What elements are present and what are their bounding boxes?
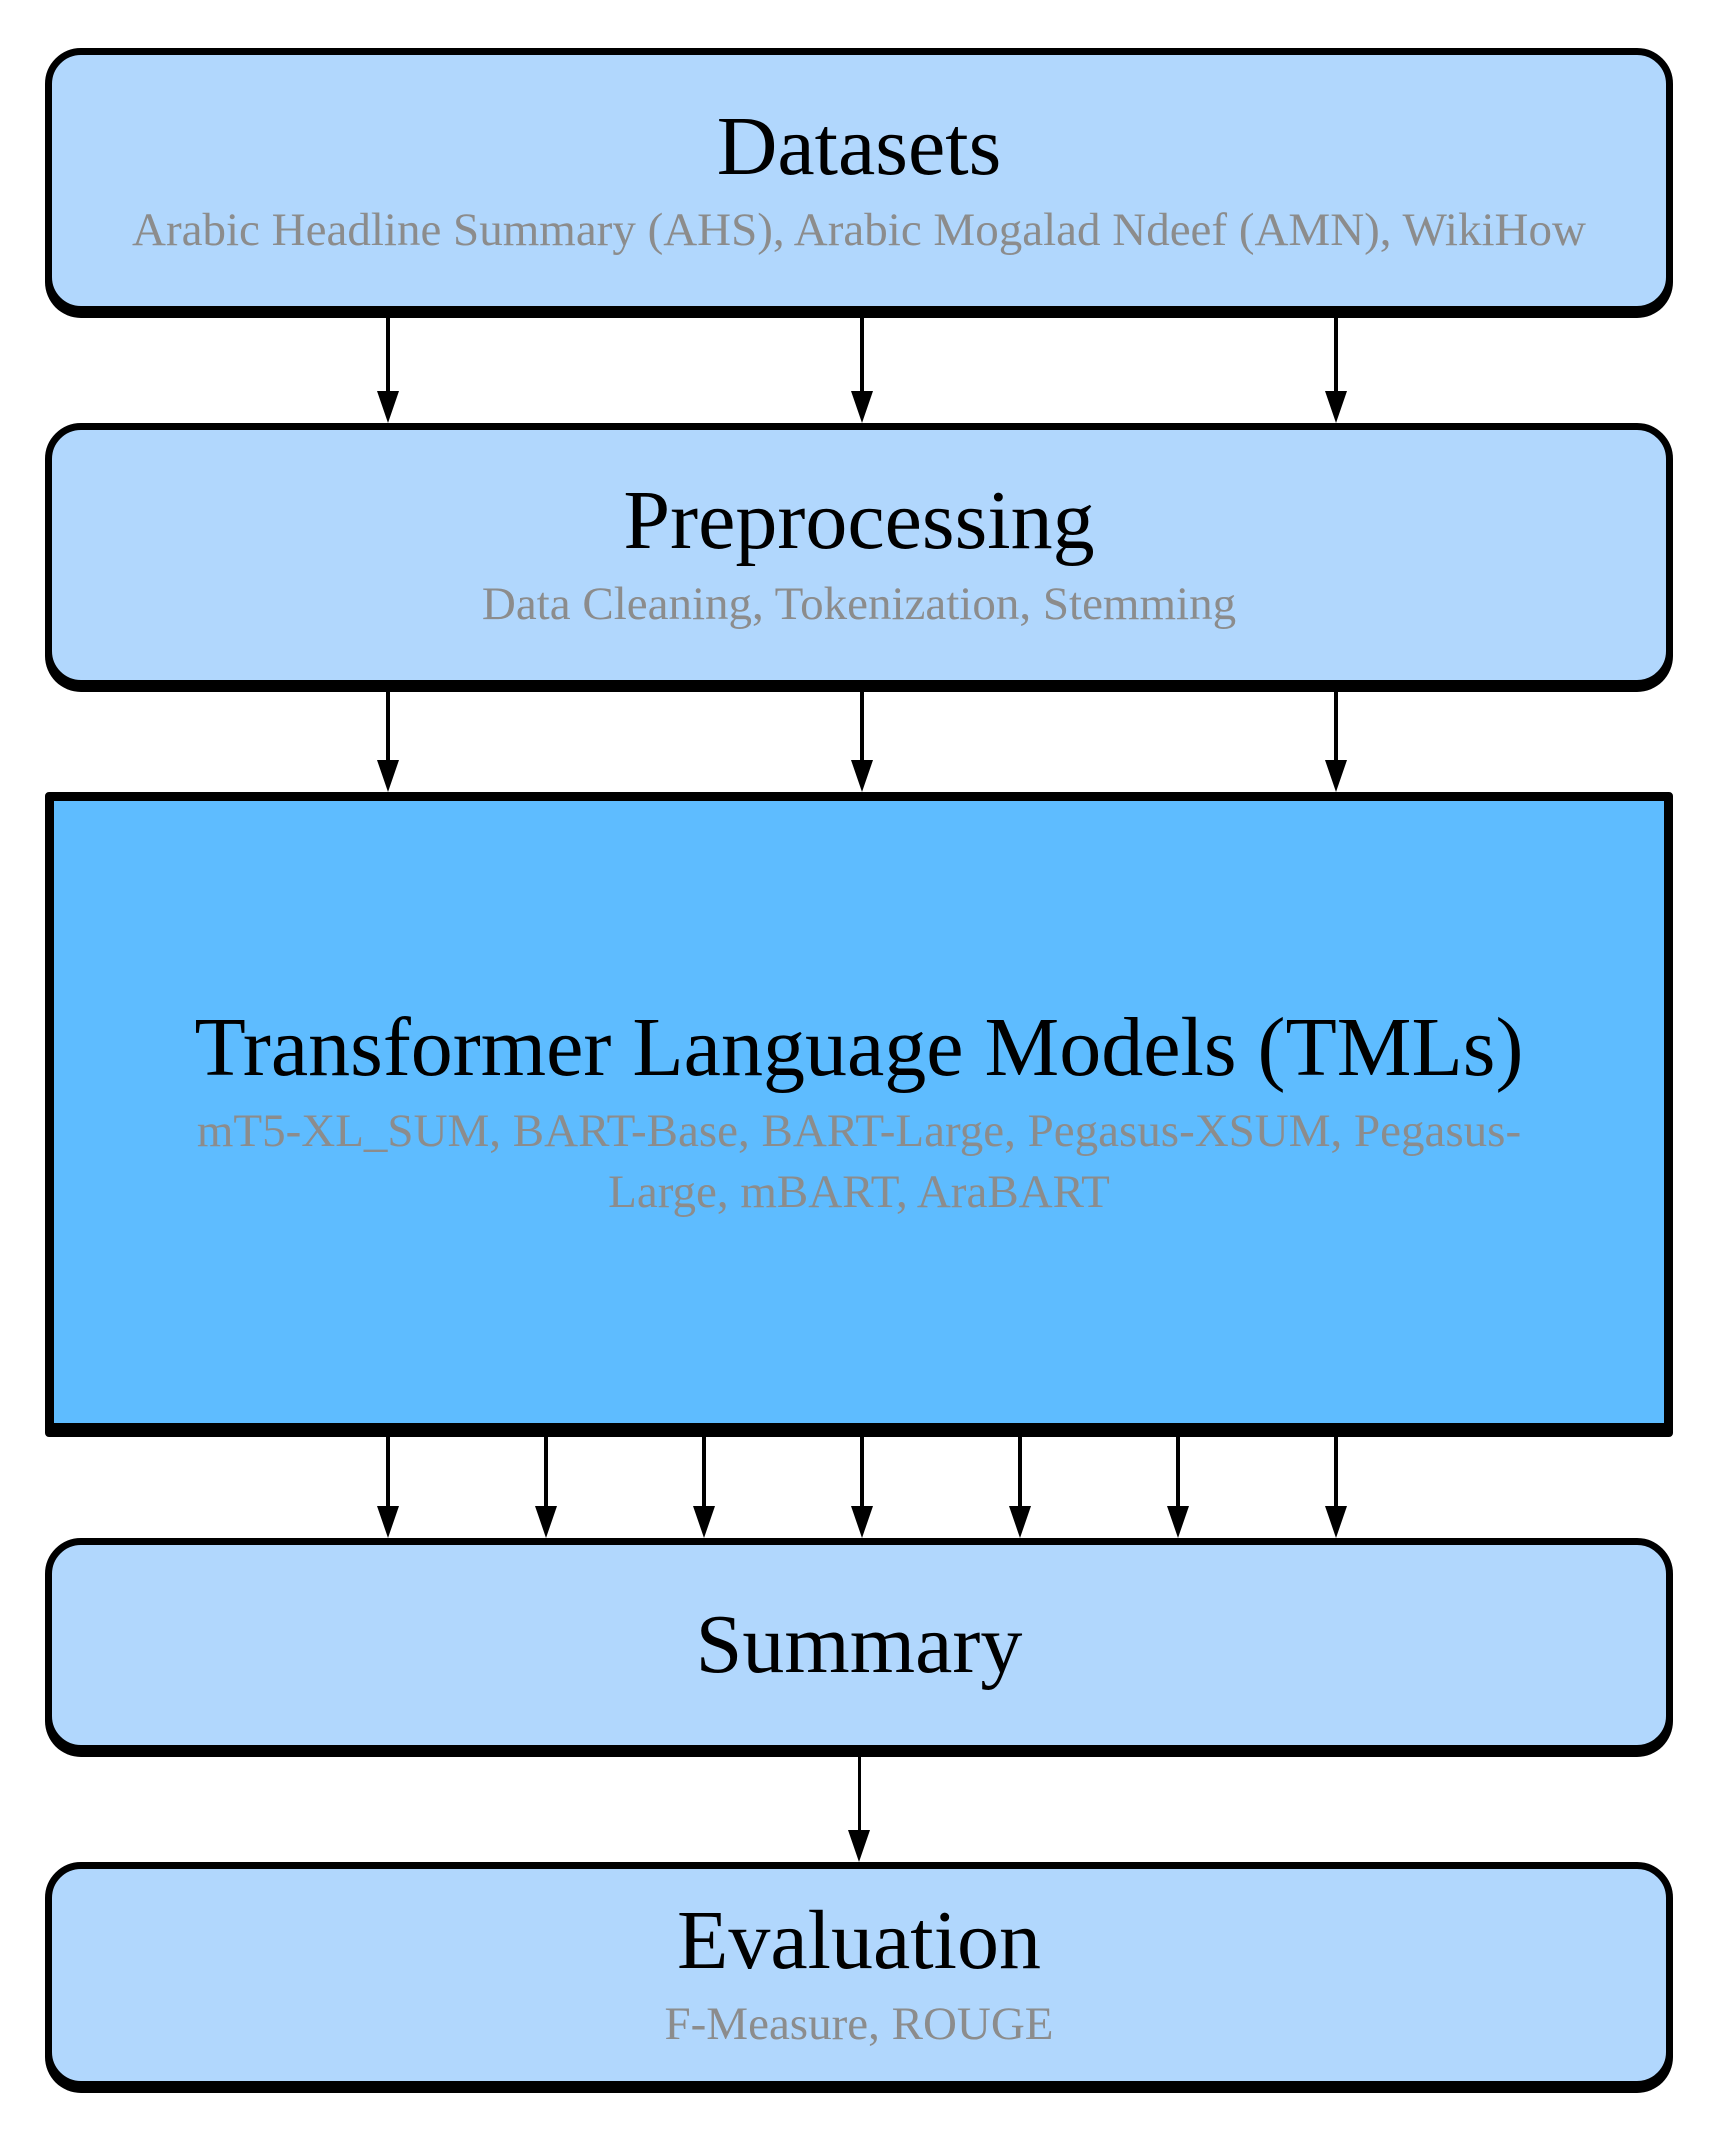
node-evaluation-subtitle: F-Measure, ROUGE: [664, 1998, 1054, 2051]
arrow-down-icon: [848, 1752, 870, 1862]
arrow-shaft: [1334, 313, 1338, 391]
node-datasets: Datasets Arabic Headline Summary (AHS), …: [45, 48, 1673, 313]
arrow-shaft: [1334, 1432, 1338, 1506]
arrow-shaft: [860, 313, 864, 391]
arrow-shaft: [860, 687, 864, 760]
arrow-head: [1325, 760, 1347, 792]
connector-tmls-summary: [45, 1432, 1673, 1538]
arrow-shaft: [860, 1432, 864, 1506]
arrow-shaft: [702, 1432, 706, 1506]
node-tmls-subtitle-line1: mT5-XL_SUM, BART-Base, BART-Large, Pegas…: [196, 1104, 1522, 1157]
arrow-head: [377, 391, 399, 423]
node-preprocessing-title: Preprocessing: [623, 474, 1095, 568]
arrow-head: [851, 760, 873, 792]
arrow-head: [1325, 1506, 1347, 1538]
arrow-down-icon: [1325, 1432, 1347, 1538]
node-tmls-subtitle-line2: Large, mBART, AraBART: [608, 1166, 1110, 1219]
node-tmls-subtitle: mT5-XL_SUM, BART-Base, BART-Large, Pegas…: [197, 1101, 1521, 1223]
arrow-down-icon: [1167, 1432, 1189, 1538]
node-datasets-subtitle: Arabic Headline Summary (AHS), Arabic Mo…: [132, 203, 1586, 256]
arrow-shaft: [386, 313, 390, 391]
arrow-head: [851, 391, 873, 423]
arrow-head: [1009, 1506, 1031, 1538]
arrow-down-icon: [377, 1432, 399, 1538]
arrow-head: [535, 1506, 557, 1538]
arrow-head: [851, 1506, 873, 1538]
diagram-stack: Datasets Arabic Headline Summary (AHS), …: [45, 48, 1673, 2088]
node-summary-title: Summary: [695, 1597, 1023, 1691]
connector-summary-evaluation: [45, 1752, 1673, 1862]
node-summary: Summary: [45, 1538, 1673, 1752]
arrow-down-icon: [1325, 313, 1347, 423]
node-evaluation: Evaluation F-Measure, ROUGE: [45, 1862, 1673, 2088]
connector-preprocessing-tmls: [45, 687, 1673, 792]
arrow-shaft: [386, 1432, 390, 1506]
arrow-shaft: [1176, 1432, 1180, 1506]
arrow-down-icon: [851, 313, 873, 423]
node-datasets-title: Datasets: [716, 99, 1002, 193]
connector-datasets-preprocessing: [45, 313, 1673, 423]
arrow-head: [377, 760, 399, 792]
node-tmls-title: Transformer Language Models (TMLs): [194, 1000, 1524, 1094]
arrow-head: [1167, 1506, 1189, 1538]
arrow-down-icon: [1009, 1432, 1031, 1538]
arrow-down-icon: [377, 313, 399, 423]
arrow-shaft: [1334, 687, 1338, 760]
node-evaluation-title: Evaluation: [677, 1894, 1041, 1988]
arrow-down-icon: [1325, 687, 1347, 792]
node-tmls: Transformer Language Models (TMLs) mT5-X…: [45, 792, 1673, 1432]
arrow-down-icon: [851, 1432, 873, 1538]
arrow-shaft: [857, 1752, 861, 1830]
arrow-shaft: [1018, 1432, 1022, 1506]
node-preprocessing: Preprocessing Data Cleaning, Tokenizatio…: [45, 423, 1673, 687]
arrow-down-icon: [377, 687, 399, 792]
arrow-head: [1325, 391, 1347, 423]
arrow-shaft: [544, 1432, 548, 1506]
arrow-down-icon: [535, 1432, 557, 1538]
arrow-down-icon: [693, 1432, 715, 1538]
arrow-head: [693, 1506, 715, 1538]
arrow-shaft: [386, 687, 390, 760]
node-preprocessing-subtitle: Data Cleaning, Tokenization, Stemming: [481, 578, 1237, 631]
arrow-down-icon: [851, 687, 873, 792]
arrow-head: [377, 1506, 399, 1538]
arrow-head: [848, 1830, 870, 1862]
